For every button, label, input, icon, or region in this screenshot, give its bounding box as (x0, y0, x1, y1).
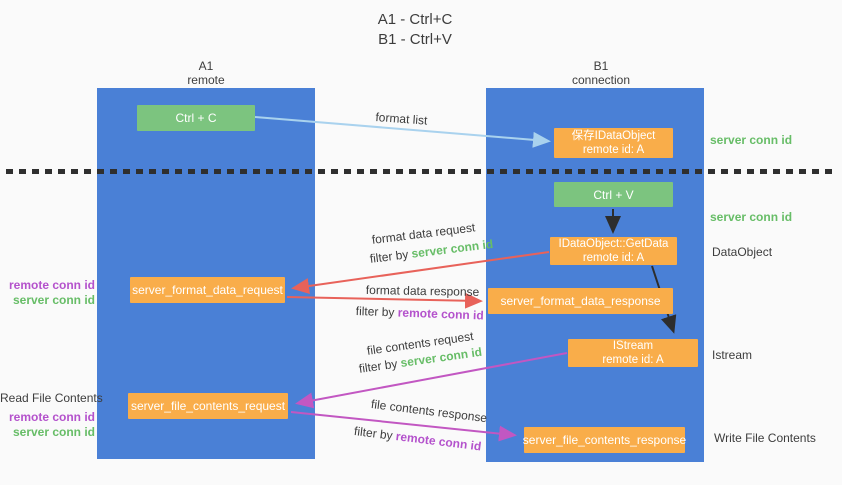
save-idataobject-line2: remote id: A (582, 144, 645, 156)
lane-a1-header: A1 remote (141, 59, 271, 87)
format-list-label: format list (375, 110, 428, 128)
filter-prefix: filter by (353, 424, 394, 443)
server-file-contents-request-label: server_file_contents_request (130, 399, 286, 413)
lane-a1-subtitle: remote (187, 73, 225, 87)
server-format-data-request-node: server_format_data_request (130, 277, 285, 303)
istream-annotation: Istream (712, 348, 753, 362)
server-file-contents-response-label: server_file_contents_response (522, 433, 687, 447)
session-divider-line (6, 169, 836, 174)
getdata-line1: IDataObject::GetData (558, 238, 669, 250)
server-format-data-request-label: server_format_data_request (132, 283, 283, 297)
istream-line2: remote id: A (602, 354, 664, 366)
title-line-1: A1 - Ctrl+C (377, 11, 453, 28)
idataobject-getdata-node: IDataObject::GetData remote id: A (550, 237, 677, 265)
server-format-data-response-node: server_format_data_response (488, 288, 673, 314)
server-conn-id-annotation-left-1: server conn id (12, 293, 95, 307)
file-contents-response-label: file contents response (370, 397, 488, 426)
server-conn-id-annotation-left-2: server conn id (12, 425, 95, 439)
save-idataobject-line1: 保存IDataObject (571, 130, 656, 142)
remote-conn-id-annotation-1: remote conn id (8, 278, 95, 292)
lane-b1-subtitle: connection (571, 73, 631, 87)
getdata-line2: remote id: A (582, 252, 645, 264)
title-line-2: B1 - Ctrl+V (378, 31, 452, 48)
lane-b1-name: B1 (593, 59, 609, 73)
filter-prefix: filter by (358, 356, 399, 376)
server-file-contents-request-node: server_file_contents_request (128, 393, 288, 419)
server-file-contents-response-node: server_file_contents_response (522, 427, 687, 453)
save-idataobject-node: 保存IDataObject remote id: A (554, 128, 673, 158)
lane-a1-name: A1 (198, 59, 214, 73)
filter-by-remote-conn-id-label-1: filter by remote conn id (356, 304, 484, 322)
dataobject-annotation: DataObject (712, 245, 773, 259)
ctrl-c-label: Ctrl + C (175, 111, 217, 125)
read-file-contents-annotation: Read File Contents (0, 391, 103, 405)
ctrl-v-node: Ctrl + V (554, 182, 673, 207)
write-file-contents-annotation: Write File Contents (714, 431, 816, 445)
remote-conn-id-term: remote conn id (397, 305, 484, 323)
diagram-title: A1 - Ctrl+C B1 - Ctrl+V (300, 10, 530, 50)
filter-by-remote-conn-id-label-2: filter by remote conn id (353, 424, 482, 454)
server-conn-id-annotation-mid: server conn id (710, 210, 793, 224)
format-data-response-label: format data response (365, 283, 480, 299)
ctrl-v-label: Ctrl + V (593, 187, 634, 202)
filter-prefix: filter by (369, 247, 410, 266)
server-conn-id-annotation-top: server conn id (710, 133, 793, 147)
remote-conn-id-term: remote conn id (395, 429, 483, 454)
remote-conn-id-annotation-2: remote conn id (8, 410, 95, 424)
lane-b1-header: B1 connection (536, 59, 666, 87)
ctrl-c-node: Ctrl + C (137, 105, 255, 131)
server-format-data-response-label: server_format_data_response (500, 294, 661, 308)
filter-prefix: filter by (355, 304, 395, 320)
istream-line1: IStream (612, 340, 654, 352)
istream-node: IStream remote id: A (568, 339, 698, 367)
